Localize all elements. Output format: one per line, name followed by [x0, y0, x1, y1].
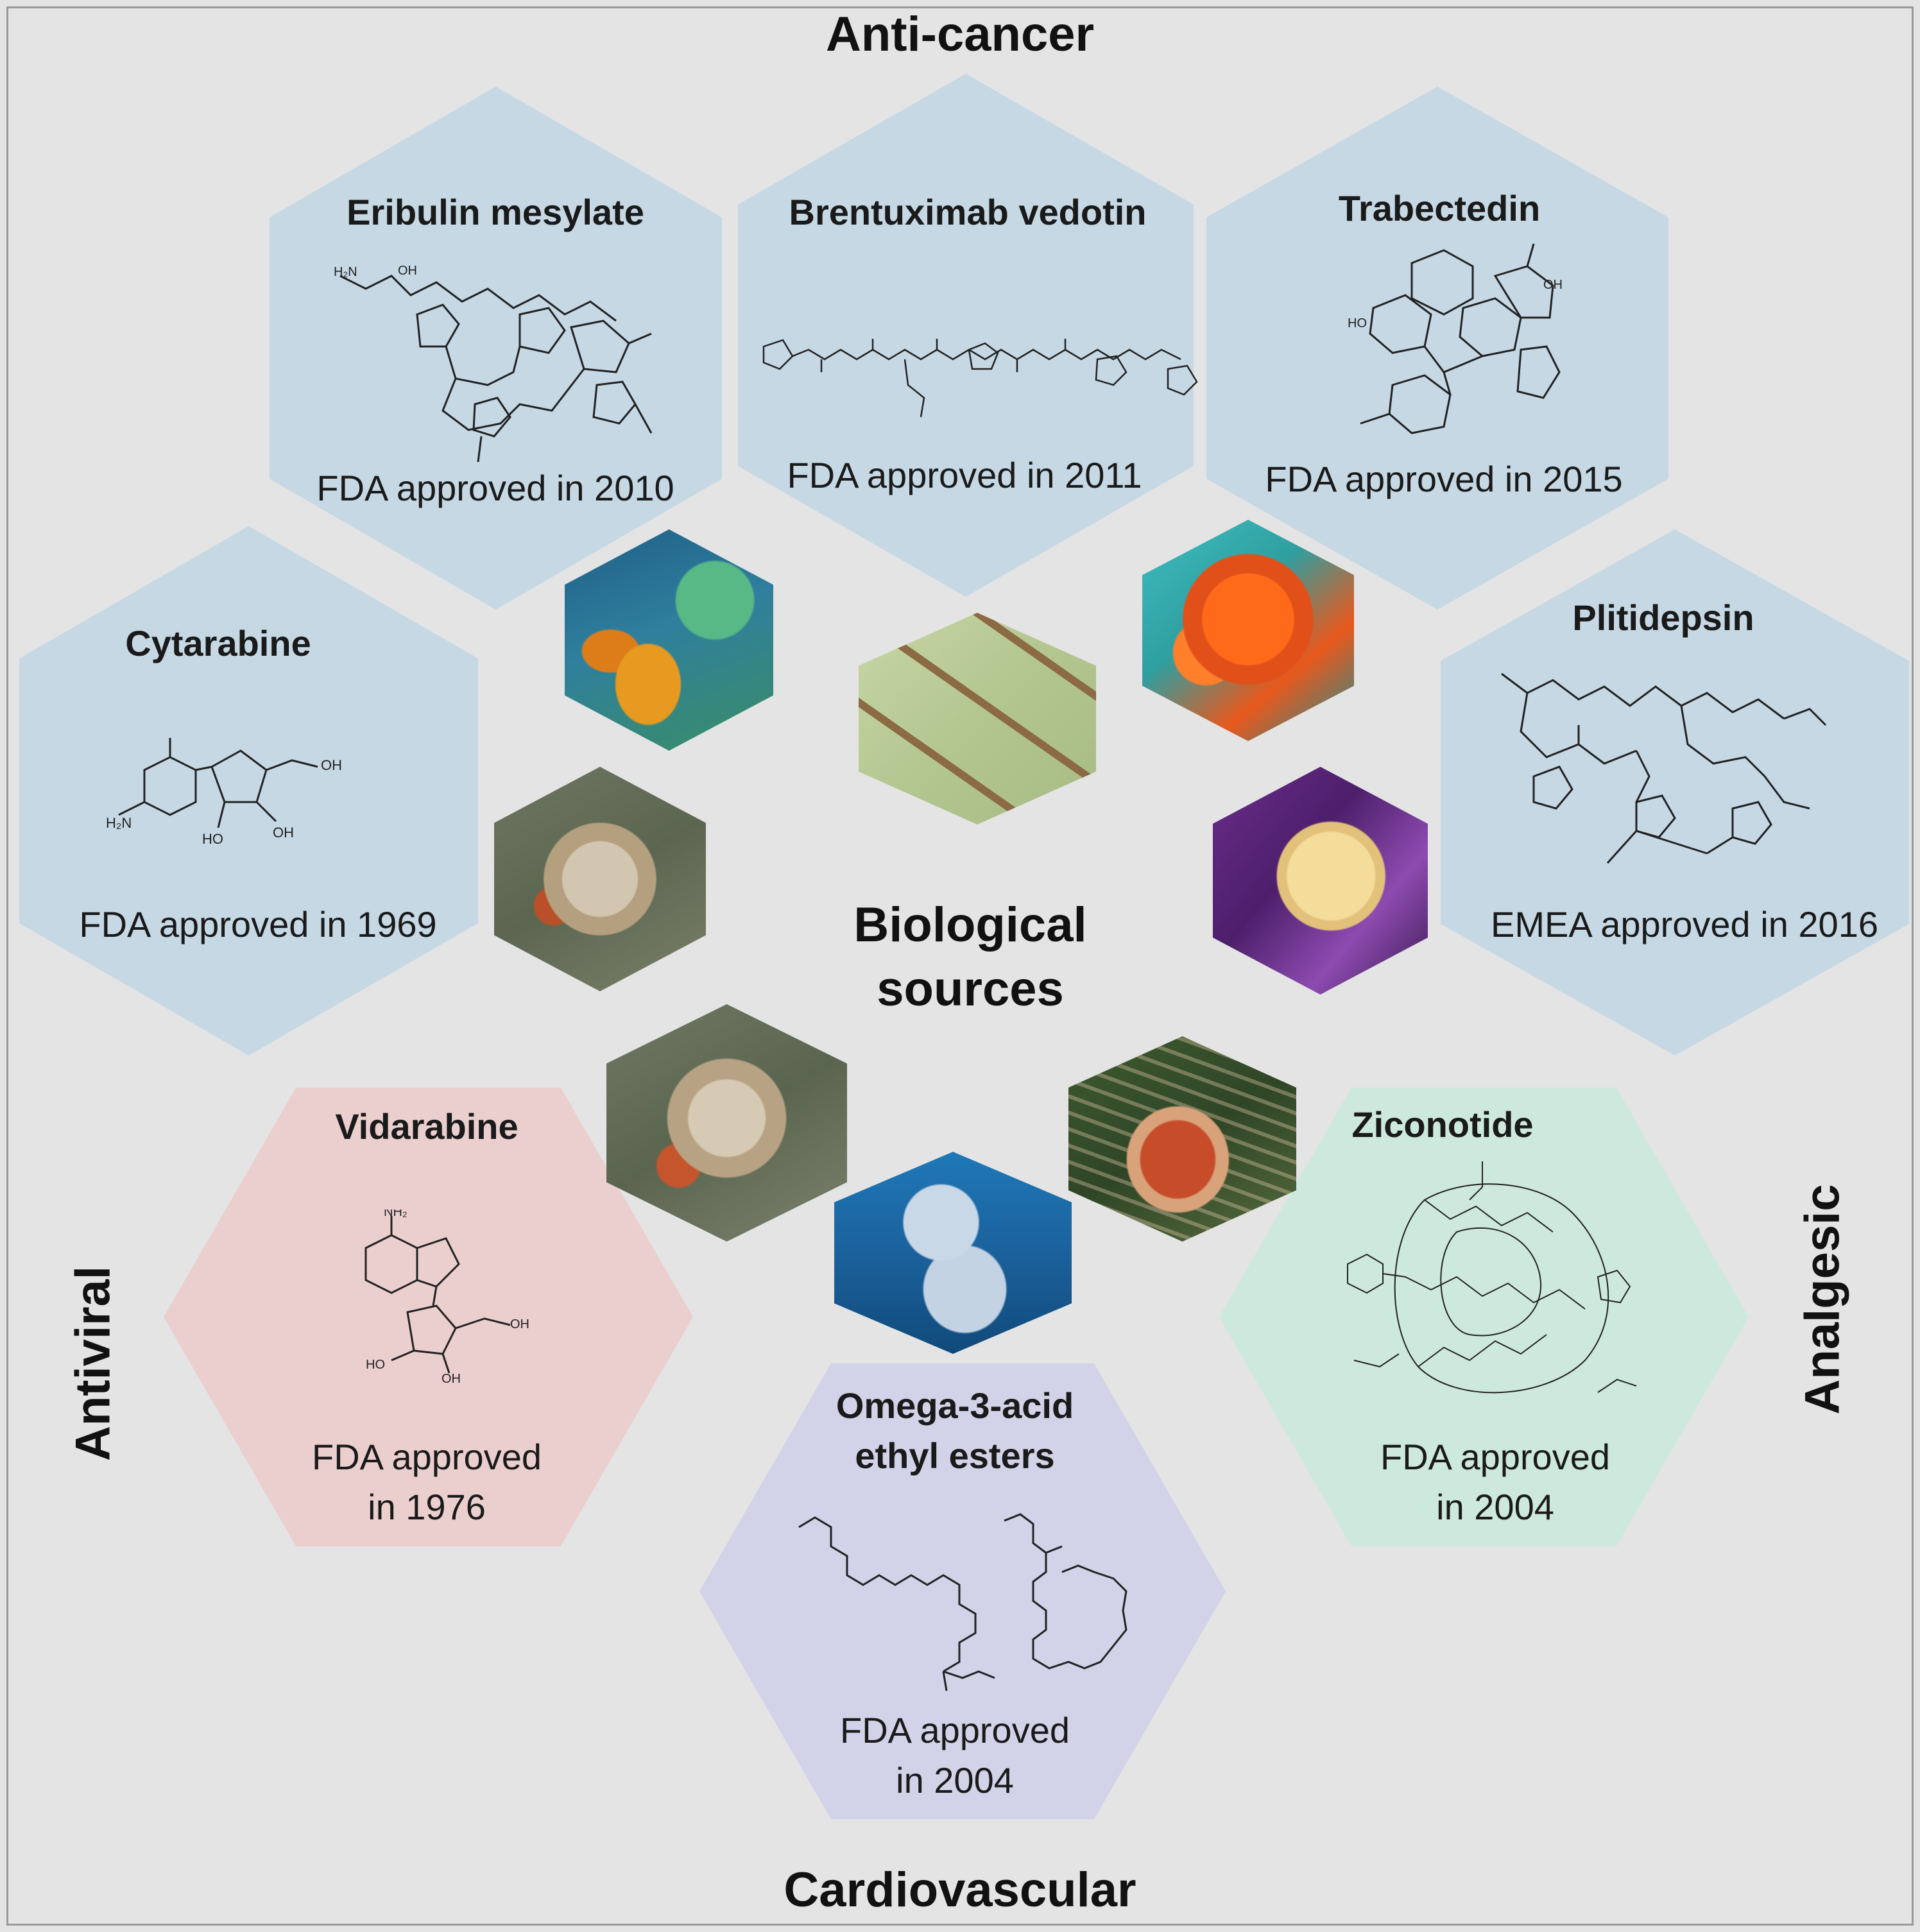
- diagram-border: [6, 6, 1914, 1926]
- molecule-trabectedin: OH HO: [1335, 237, 1579, 449]
- center-label-line1: Biological: [853, 898, 1087, 952]
- svg-text:HO: HO: [1348, 316, 1367, 330]
- drug-name-plitidepsin: Plitidepsin: [1572, 597, 1754, 638]
- molecule-eribulin: H₂N OH: [327, 257, 661, 468]
- drug-name-eribulin: Eribulin mesylate: [347, 192, 644, 232]
- drug-name-ziconotide: Ziconotide: [1351, 1104, 1534, 1145]
- svg-text:OH: OH: [441, 1372, 461, 1383]
- molecule-cytarabine: OH OH HO H₂N: [106, 731, 356, 853]
- approval-brentuximab: FDA approved in 2011: [787, 455, 1142, 495]
- molecule-brentuximab: [738, 321, 1200, 436]
- svg-text:OH: OH: [321, 757, 342, 773]
- drug-name-omega3: Omega-3-acid ethyl esters: [836, 1381, 1074, 1481]
- approval-plitidepsin: EMEA approved in 2016: [1491, 904, 1878, 945]
- category-cardiovascular: Cardiovascular: [784, 1863, 1136, 1917]
- drug-name-vidarabine: Vidarabine: [335, 1106, 519, 1147]
- approval-omega3-line1: FDA approved: [840, 1710, 1070, 1750]
- hex-cytarabine: [19, 526, 478, 1056]
- category-analgesic: Analgesic: [1795, 1184, 1850, 1415]
- svg-text:H₂N: H₂N: [106, 815, 132, 831]
- approval-ziconotide: FDA approved in 2004: [1380, 1432, 1610, 1532]
- center-label-biological-sources: Biological sources: [853, 893, 1086, 1022]
- center-label-line2: sources: [877, 962, 1064, 1016]
- drug-name-trabectedin: Trabectedin: [1338, 188, 1541, 228]
- approval-omega3: FDA approved in 2004: [840, 1705, 1070, 1806]
- molecule-plitidepsin: [1476, 648, 1835, 892]
- svg-text:HO: HO: [366, 1358, 385, 1372]
- approval-ziconotide-line2: in 2004: [1436, 1487, 1554, 1527]
- approval-vidarabine: FDA approved in 1976: [312, 1432, 542, 1532]
- hex-plitidepsin: [1441, 529, 1909, 1056]
- svg-text:OH: OH: [273, 825, 294, 841]
- svg-text:OH: OH: [510, 1317, 529, 1331]
- approval-ziconotide-line1: FDA approved: [1380, 1437, 1610, 1477]
- approval-cytarabine: FDA approved in 1969: [79, 904, 437, 945]
- category-anticancer: Anti-cancer: [825, 7, 1095, 62]
- approval-omega3-line2: in 2004: [896, 1760, 1014, 1800]
- hex-brentuximab: [738, 74, 1194, 597]
- svg-text:OH: OH: [1543, 278, 1563, 292]
- approval-vidarabine-line1: FDA approved: [312, 1437, 542, 1477]
- cone-snail-photo: [1068, 1036, 1296, 1242]
- molecule-omega3: [786, 1508, 1145, 1700]
- approval-eribulin: FDA approved in 2010: [316, 468, 674, 508]
- drug-name-brentuximab: Brentuximab vedotin: [789, 192, 1147, 232]
- drug-name-cytarabine: Cytarabine: [125, 623, 311, 663]
- drug-name-omega3-line1: Omega-3-acid: [836, 1385, 1074, 1426]
- approval-vidarabine-line2: in 1976: [368, 1487, 486, 1527]
- molecule-ziconotide: [1328, 1149, 1649, 1424]
- category-antiviral: Antiviral: [65, 1265, 121, 1462]
- approval-trabectedin: FDA approved in 2015: [1265, 459, 1623, 499]
- svg-text:NH₂: NH₂: [384, 1210, 407, 1219]
- svg-text:OH: OH: [398, 264, 417, 278]
- molecule-vidarabine: NH₂ OH HO OH: [340, 1210, 533, 1383]
- svg-text:H₂N: H₂N: [334, 265, 357, 279]
- sponge-photo-rock: [494, 767, 706, 991]
- tunicate-photo-orange: [1142, 520, 1354, 741]
- svg-text:HO: HO: [202, 831, 223, 847]
- drug-name-omega3-line2: ethyl esters: [855, 1435, 1055, 1476]
